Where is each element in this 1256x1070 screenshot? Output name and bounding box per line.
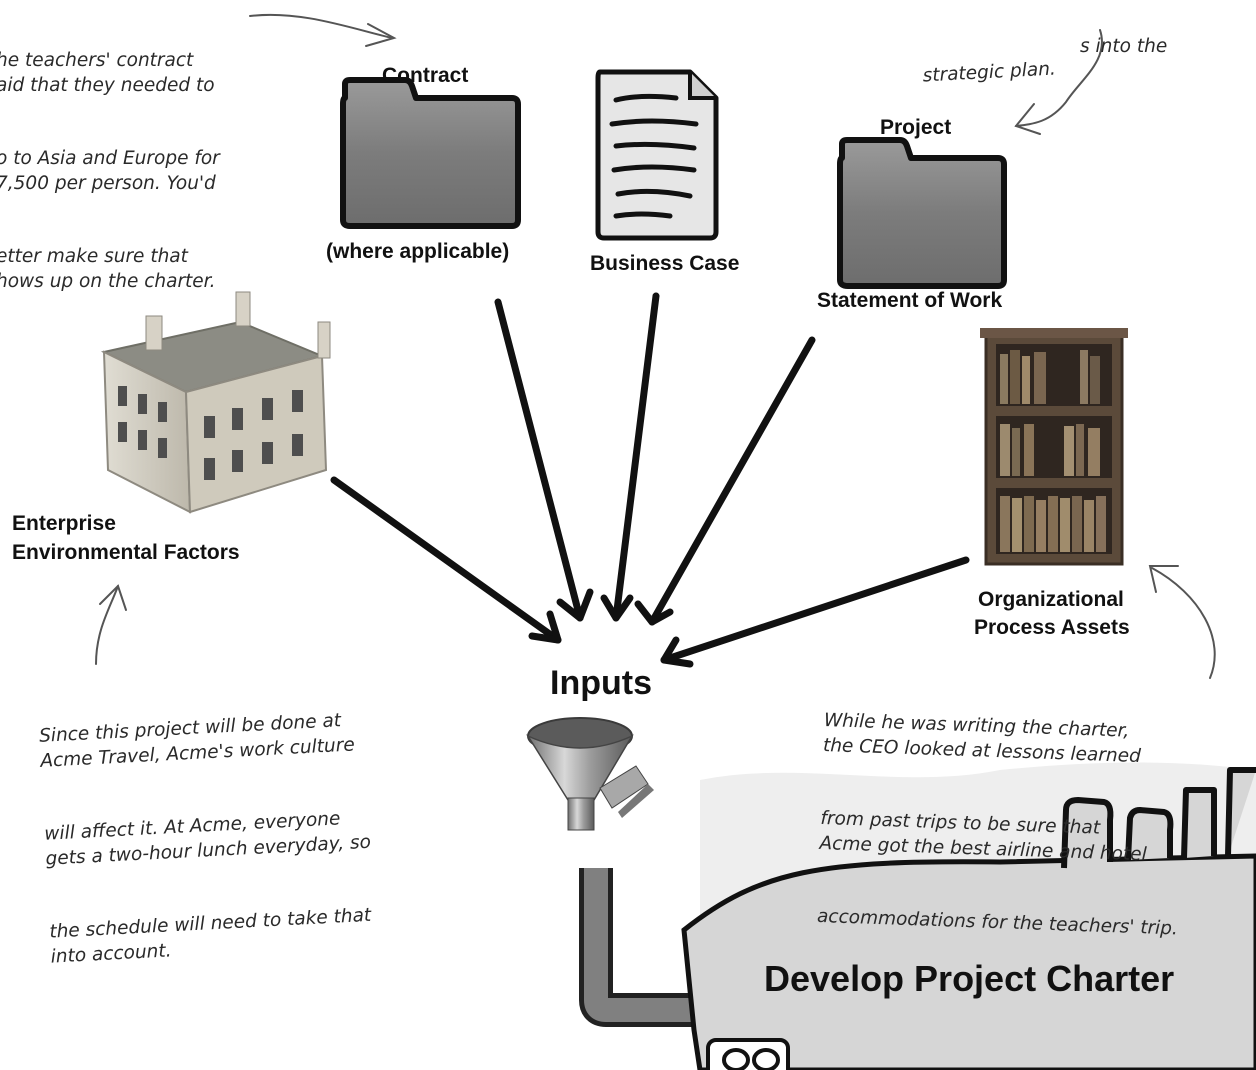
sow-title: Project bbox=[880, 116, 952, 139]
sow-folder-icon bbox=[837, 137, 1007, 289]
arrow-sow bbox=[648, 336, 816, 626]
eef-line1: Enterprise bbox=[12, 512, 116, 535]
pipe-icon bbox=[579, 868, 694, 1027]
strategic-note-line2: strategic plan. bbox=[922, 58, 1057, 87]
contract-title: Contract bbox=[382, 64, 469, 87]
strategic-note: s into the bbox=[1080, 36, 1168, 57]
eef-line2: Environmental Factors bbox=[12, 541, 240, 564]
arrow-contract bbox=[494, 298, 584, 622]
arrow-eef bbox=[330, 476, 562, 644]
input-arrows bbox=[330, 292, 970, 668]
process-title: Develop Project Charter bbox=[764, 958, 1175, 999]
building-icon bbox=[100, 291, 331, 514]
business-case-label: Business Case bbox=[590, 252, 740, 275]
sow-subtitle: Statement of Work bbox=[817, 289, 1003, 312]
opa-line1: Organizational bbox=[978, 588, 1124, 611]
contract-folder-icon bbox=[340, 77, 521, 229]
funnel-label: Inputs bbox=[550, 664, 652, 702]
funnel-icon bbox=[526, 717, 654, 831]
arrow-business-case bbox=[612, 292, 660, 622]
annotation-arrows bbox=[95, 13, 1216, 679]
arrow-opa bbox=[660, 556, 970, 664]
contract-subtitle: (where applicable) bbox=[326, 240, 510, 263]
opa-line2: Process Assets bbox=[974, 616, 1130, 639]
document-icon bbox=[595, 69, 719, 241]
bookshelf-icon bbox=[980, 328, 1128, 566]
process-machine bbox=[681, 762, 1256, 1070]
opa-note: While he was writing the charter,the CEO… bbox=[816, 709, 1179, 940]
